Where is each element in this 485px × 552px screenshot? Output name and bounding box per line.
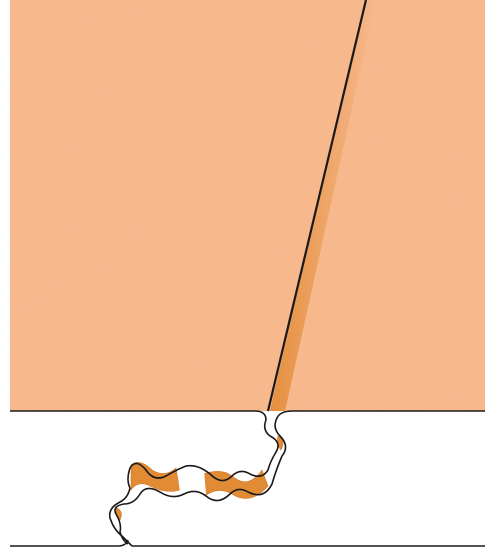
upper-edge-line <box>10 411 266 420</box>
upper-edge-line-right <box>277 411 485 418</box>
lower-edge-line <box>10 540 128 546</box>
upper-block-texture <box>10 0 485 411</box>
